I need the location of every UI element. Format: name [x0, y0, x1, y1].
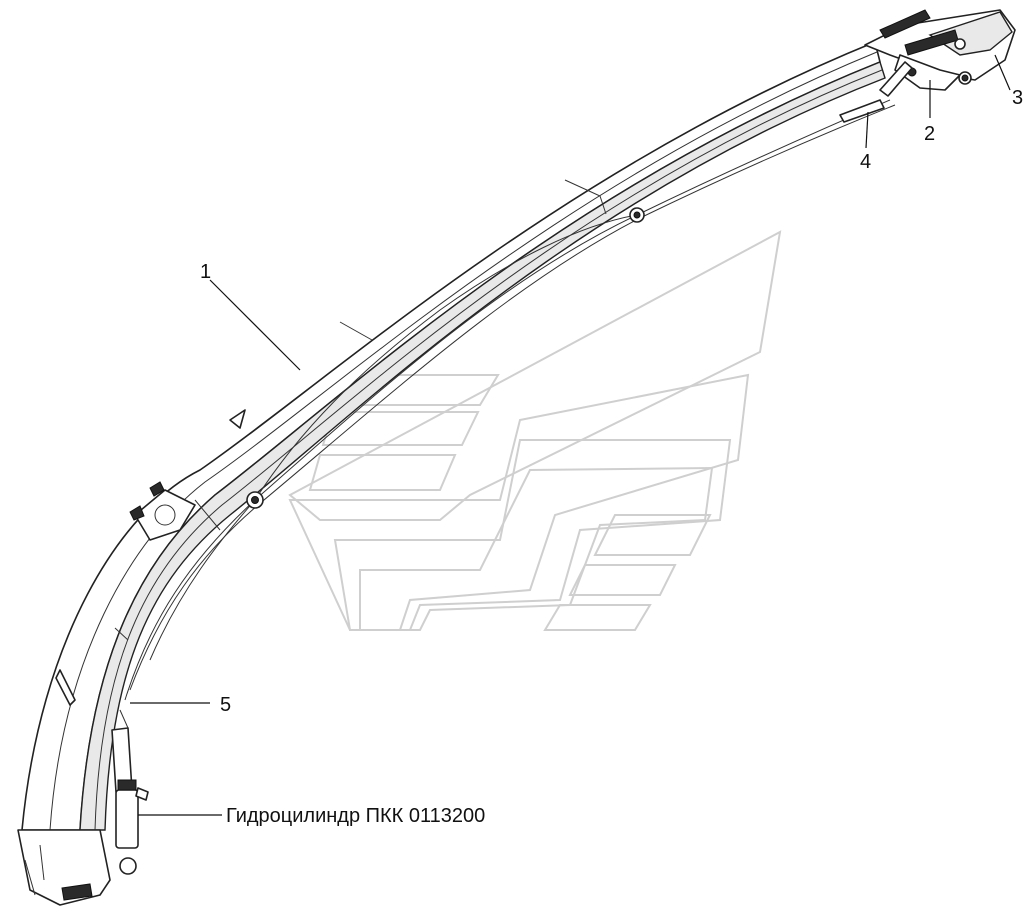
watermark-logo: [288, 230, 782, 631]
callout-3: 3: [1012, 87, 1023, 109]
callout-5: 5: [220, 694, 231, 716]
mid-bracket: [129, 481, 196, 541]
callout-1: 1: [200, 261, 211, 283]
callout-4: 4: [860, 151, 871, 173]
hydraulic-cylinder: [111, 709, 149, 875]
cable-rods: [124, 99, 896, 701]
leader-3: [994, 54, 1011, 91]
leader-lines: [130, 54, 1011, 816]
boom-base: [17, 829, 111, 906]
boom-head: [864, 9, 1016, 97]
leader-1: [209, 279, 301, 371]
leader-4: [865, 111, 869, 149]
cylinder-label: Гидроцилиндр ПКК 0113200: [226, 805, 485, 827]
boom-arm: [21, 41, 886, 831]
callout-2: 2: [924, 123, 935, 145]
